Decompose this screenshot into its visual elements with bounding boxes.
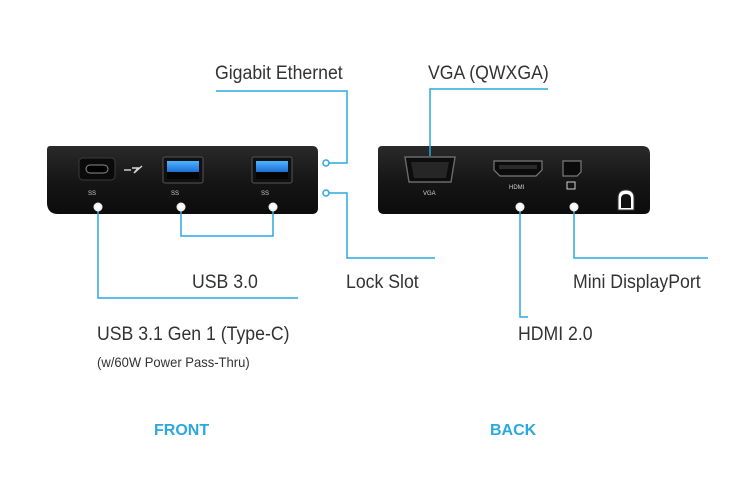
- callout-dots: [93, 202, 579, 212]
- callout-vga-line: [429, 88, 548, 156]
- usb-a-port-1: [162, 156, 204, 184]
- callout-lockslot-line: [326, 192, 435, 259]
- ss-logo-3: SS: [261, 191, 269, 197]
- vga-port: VGA: [404, 156, 456, 197]
- usb-a-port-2: [251, 156, 293, 184]
- label-usb31-note: (w/60W Power Pass-Thru): [97, 354, 250, 370]
- front-device: SS SS SS: [47, 146, 318, 214]
- ss-logo-1: SS: [88, 191, 96, 197]
- label-lock-slot: Lock Slot: [346, 272, 419, 293]
- dot-ethernet: [322, 159, 330, 167]
- section-heading-back: BACK: [490, 422, 537, 439]
- callout-usbc-line: [97, 208, 298, 299]
- usb-c-port: [78, 157, 116, 181]
- label-mini-displayport: Mini DisplayPort: [573, 272, 701, 293]
- section-heading-front: FRONT: [154, 422, 210, 439]
- callout-hdmi-line: [519, 208, 528, 318]
- label-gigabit-ethernet: Gigabit Ethernet: [215, 63, 343, 84]
- callout-ethernet-line: [216, 90, 348, 164]
- ss-logo-2: SS: [171, 191, 179, 197]
- thunderbolt-icon: [124, 165, 143, 174]
- label-usb30: USB 3.0: [192, 272, 258, 293]
- dot-usb30-1: [176, 202, 186, 212]
- dot-minidp: [569, 202, 579, 212]
- back-device: VGA HDMI: [378, 146, 650, 214]
- callout-lines: [97, 88, 708, 318]
- vga-port-label: VGA: [423, 191, 436, 197]
- hdmi-port: HDMI: [493, 160, 543, 191]
- dot-hdmi: [515, 202, 525, 212]
- label-hdmi: HDMI 2.0: [518, 324, 593, 345]
- callout-minidp-line: [573, 208, 708, 259]
- dot-lockslot: [322, 189, 330, 197]
- label-vga: VGA (QWXGA): [428, 63, 549, 84]
- hdmi-port-label: HDMI: [509, 185, 525, 191]
- label-usb31: USB 3.1 Gen 1 (Type-C): [97, 324, 290, 345]
- dot-usbc: [93, 202, 103, 212]
- callout-usb30-line: [180, 208, 274, 237]
- dot-usb30-2: [268, 202, 278, 212]
- mini-displayport-port: [562, 160, 582, 190]
- lock-slot: [617, 189, 635, 211]
